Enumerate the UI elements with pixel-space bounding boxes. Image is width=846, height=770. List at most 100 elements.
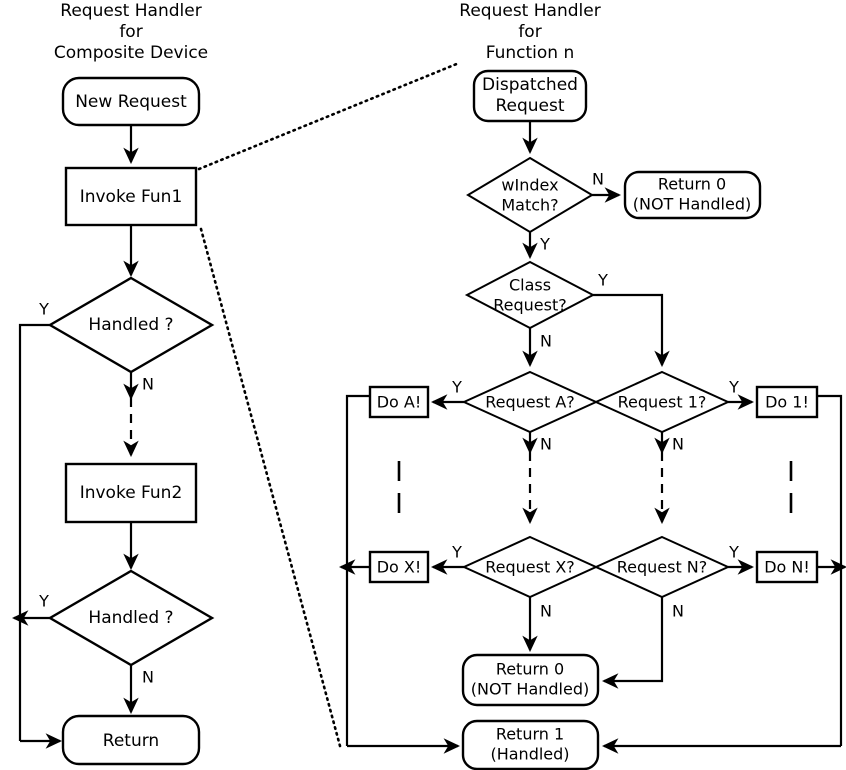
- edge-handled1-yes-to-rail: [18, 323, 51, 741]
- node-request-n[interactable]: Request N?: [593, 535, 731, 599]
- node-request-a[interactable]: Request A?: [461, 370, 599, 434]
- edge-label-class-no: N: [540, 332, 552, 351]
- node-do-1[interactable]: Do 1!: [755, 385, 819, 419]
- edge-class-yes-to-request-1: [593, 293, 670, 368]
- do-a-label: Do A!: [377, 393, 422, 412]
- handled-2-shape[interactable]: [47, 569, 215, 667]
- node-request-1[interactable]: Request 1?: [593, 370, 731, 434]
- callout-connector-bottom: [199, 227, 342, 748]
- class-request-line2: Request?: [493, 296, 566, 315]
- left-title-line3: Composite Device: [54, 43, 208, 63]
- left-title-line1: Request Handler: [60, 1, 201, 21]
- right-title-line3: Function n: [486, 43, 575, 63]
- request-x-shape[interactable]: [461, 535, 599, 599]
- return1-bottom-line2: (Handled): [490, 745, 569, 764]
- right-panel-edges: [338, 120, 846, 754]
- edge-label-request-a-no: N: [540, 435, 552, 454]
- edge-request-n-no-to-return0: [601, 597, 664, 689]
- edge-label-request-a-yes: Y: [451, 378, 462, 397]
- edge-label-class-yes: Y: [597, 271, 608, 290]
- edge-label-request-1-yes: Y: [728, 378, 739, 397]
- callout-connector-top: [197, 61, 461, 171]
- new-request-label: New Request: [75, 92, 187, 112]
- do-n-shape[interactable]: [755, 550, 819, 584]
- node-return0-bottom[interactable]: Return 0 (NOT Handled): [461, 653, 600, 707]
- edge-label-request-n-no: N: [672, 602, 684, 621]
- dispatched-request-line2: Request: [495, 96, 564, 116]
- node-do-n[interactable]: Do N!: [755, 550, 819, 584]
- right-title-line1: Request Handler: [459, 1, 600, 21]
- edge-label-windex-yes: Y: [539, 235, 550, 254]
- node-windex-match[interactable]: wIndex Match?: [466, 156, 594, 234]
- class-request-shape[interactable]: [464, 260, 596, 330]
- return-shape[interactable]: [61, 714, 201, 766]
- handled-2-label: Handled ?: [88, 608, 173, 628]
- return1-bottom-shape[interactable]: [461, 719, 600, 770]
- return0-top-line2: (NOT Handled): [633, 195, 751, 214]
- dispatched-request-line1: Dispatched: [482, 75, 578, 95]
- handled-1-shape[interactable]: [47, 276, 215, 374]
- node-handled-1[interactable]: Handled ?: [47, 276, 215, 374]
- edge-label-request-x-no: N: [540, 602, 552, 621]
- request-a-label: Request A?: [485, 393, 575, 412]
- do-x-shape[interactable]: [368, 550, 430, 584]
- handled-1-label: Handled ?: [88, 315, 173, 335]
- return0-bottom-shape[interactable]: [461, 653, 600, 707]
- node-invoke-fun1[interactable]: Invoke Fun1: [64, 166, 198, 227]
- right-title-line2: for: [518, 22, 541, 42]
- return0-top-shape[interactable]: [623, 170, 762, 220]
- do-1-label: Do 1!: [765, 393, 809, 412]
- request-n-shape[interactable]: [593, 535, 731, 599]
- node-new-request[interactable]: New Request: [61, 76, 201, 127]
- return0-bottom-line2: (NOT Handled): [471, 680, 589, 699]
- request-1-label: Request 1?: [618, 393, 707, 412]
- edge-label-request-x-yes: Y: [451, 543, 462, 562]
- right-panel-title: Request Handler for Function n: [459, 1, 600, 63]
- edge-label-handled1-yes: Y: [38, 300, 49, 319]
- do-a-shape[interactable]: [368, 385, 430, 419]
- windex-match-line2: Match?: [501, 196, 558, 215]
- node-handled-2[interactable]: Handled ?: [47, 569, 215, 667]
- edge-do-1-to-right-rail: [817, 394, 843, 746]
- node-do-x[interactable]: Do X!: [368, 550, 430, 584]
- node-do-a[interactable]: Do A!: [368, 385, 430, 419]
- windex-match-line1: wIndex: [501, 176, 558, 195]
- return-label: Return: [103, 731, 159, 751]
- node-request-x[interactable]: Request X?: [461, 535, 599, 599]
- return0-top-line1: Return 0: [658, 175, 726, 194]
- dispatched-request-shape[interactable]: [472, 69, 588, 123]
- node-return[interactable]: Return: [61, 714, 201, 766]
- new-request-shape[interactable]: [61, 76, 201, 127]
- edge-label-request-1-no: N: [672, 435, 684, 454]
- node-invoke-fun2[interactable]: Invoke Fun2: [64, 462, 198, 524]
- invoke-fun1-shape[interactable]: [64, 166, 198, 227]
- do-1-shape[interactable]: [755, 385, 819, 419]
- do-x-label: Do X!: [377, 558, 422, 577]
- left-panel-edges: [11, 124, 139, 749]
- windex-match-shape[interactable]: [466, 156, 594, 234]
- node-class-request[interactable]: Class Request?: [464, 260, 596, 330]
- node-return1-bottom[interactable]: Return 1 (Handled): [461, 719, 600, 770]
- edge-do-a-to-left-rail: [345, 394, 370, 746]
- node-dispatched-request[interactable]: Dispatched Request: [472, 69, 588, 123]
- invoke-fun2-label: Invoke Fun2: [80, 483, 183, 503]
- ellipsis-marks: [397, 461, 793, 513]
- edge-label-windex-no: N: [592, 170, 604, 189]
- invoke-fun2-shape[interactable]: [64, 462, 198, 524]
- edge-label-request-n-yes: Y: [728, 543, 739, 562]
- request-a-shape[interactable]: [461, 370, 599, 434]
- edge-label-handled2-yes: Y: [38, 592, 49, 611]
- do-n-label: Do N!: [764, 558, 810, 577]
- node-return0-top[interactable]: Return 0 (NOT Handled): [623, 170, 762, 220]
- request-1-shape[interactable]: [593, 370, 731, 434]
- return0-bottom-line1: Return 0: [496, 660, 564, 679]
- edge-label-handled1-no: N: [142, 375, 154, 394]
- class-request-line1: Class: [509, 276, 551, 295]
- return1-bottom-line1: Return 1: [496, 725, 564, 744]
- request-n-label: Request N?: [617, 558, 708, 577]
- left-panel-title: Request Handler for Composite Device: [54, 1, 208, 63]
- edge-label-handled2-no: N: [142, 668, 154, 687]
- invoke-fun1-label: Invoke Fun1: [80, 187, 183, 207]
- request-x-label: Request X?: [485, 558, 575, 577]
